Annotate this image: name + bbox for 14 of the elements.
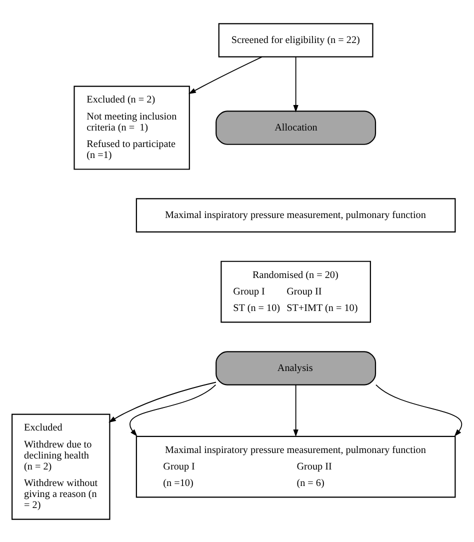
arrow — [108, 381, 216, 422]
node-box: Randomised (n = 20) Group I Group II ST (n = 10) ST+IMT (n = 10) — [220, 260, 371, 322]
node-box: Screened for eligibility (n = 22) — [218, 22, 374, 57]
node-box: Maximal inspiratory pressure measurement, pulmonary function Group I Group II (n =10) (n = 6) — [136, 435, 456, 498]
arrow — [130, 384, 216, 436]
node-box: Allocation — [216, 110, 376, 144]
arrow — [293, 56, 298, 112]
node-box: Maximal inspiratory pressure measurement, pulmonary function — [136, 198, 456, 232]
arrow — [376, 384, 462, 436]
node-box: Analysis — [216, 350, 376, 385]
arrow — [293, 384, 298, 436]
node-box: Excluded (n = 2) Not meeting inclusion criteria (n = 1) Refused to participate (n =1) — [74, 85, 190, 170]
node-box: Excluded Withdrew due to declining health (n = 2) Withdrew without giving a reason (n = 2) — [12, 413, 110, 520]
arrow — [188, 56, 262, 94]
